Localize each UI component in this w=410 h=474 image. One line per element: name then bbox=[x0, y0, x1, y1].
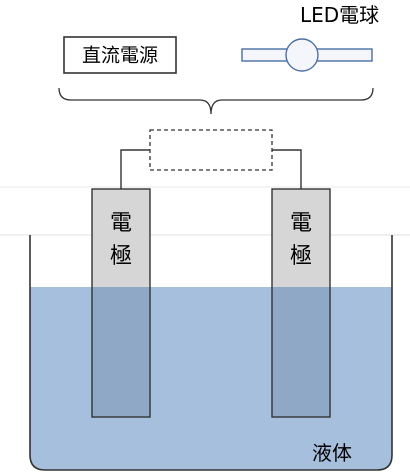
wire-right bbox=[272, 149, 302, 189]
electrode-right-submerged bbox=[272, 287, 330, 417]
dc-power-source: 直流電源 bbox=[63, 36, 177, 74]
liquid-label: 液体 bbox=[312, 441, 352, 465]
led-bulb-label: LED電球 bbox=[300, 3, 379, 27]
electrode-left: 電 極 bbox=[91, 188, 151, 418]
power-source-label: 直流電源 bbox=[82, 45, 158, 67]
electrode-left-upper bbox=[92, 189, 150, 287]
wire-left bbox=[120, 149, 150, 189]
power-source-box bbox=[63, 36, 177, 74]
electrode-left-label-1: 電 bbox=[110, 211, 132, 236]
electrode-left-label-2: 極 bbox=[110, 244, 132, 269]
curly-brace bbox=[58, 87, 374, 115]
container bbox=[29, 235, 393, 471]
led-bulb: LED電球 bbox=[241, 3, 379, 72]
electrode-right-outline bbox=[271, 188, 331, 418]
component-placeholder bbox=[149, 129, 273, 171]
electrode-left-outline bbox=[91, 188, 151, 418]
electrode-right-label-2: 極 bbox=[290, 244, 312, 269]
electrode-left-submerged bbox=[92, 287, 150, 417]
electrode-right-label-1: 電 bbox=[290, 211, 312, 236]
electrode-right: 電 極 bbox=[271, 188, 331, 418]
electrode-right-upper bbox=[272, 189, 330, 287]
led-bulb-glass bbox=[285, 38, 319, 72]
